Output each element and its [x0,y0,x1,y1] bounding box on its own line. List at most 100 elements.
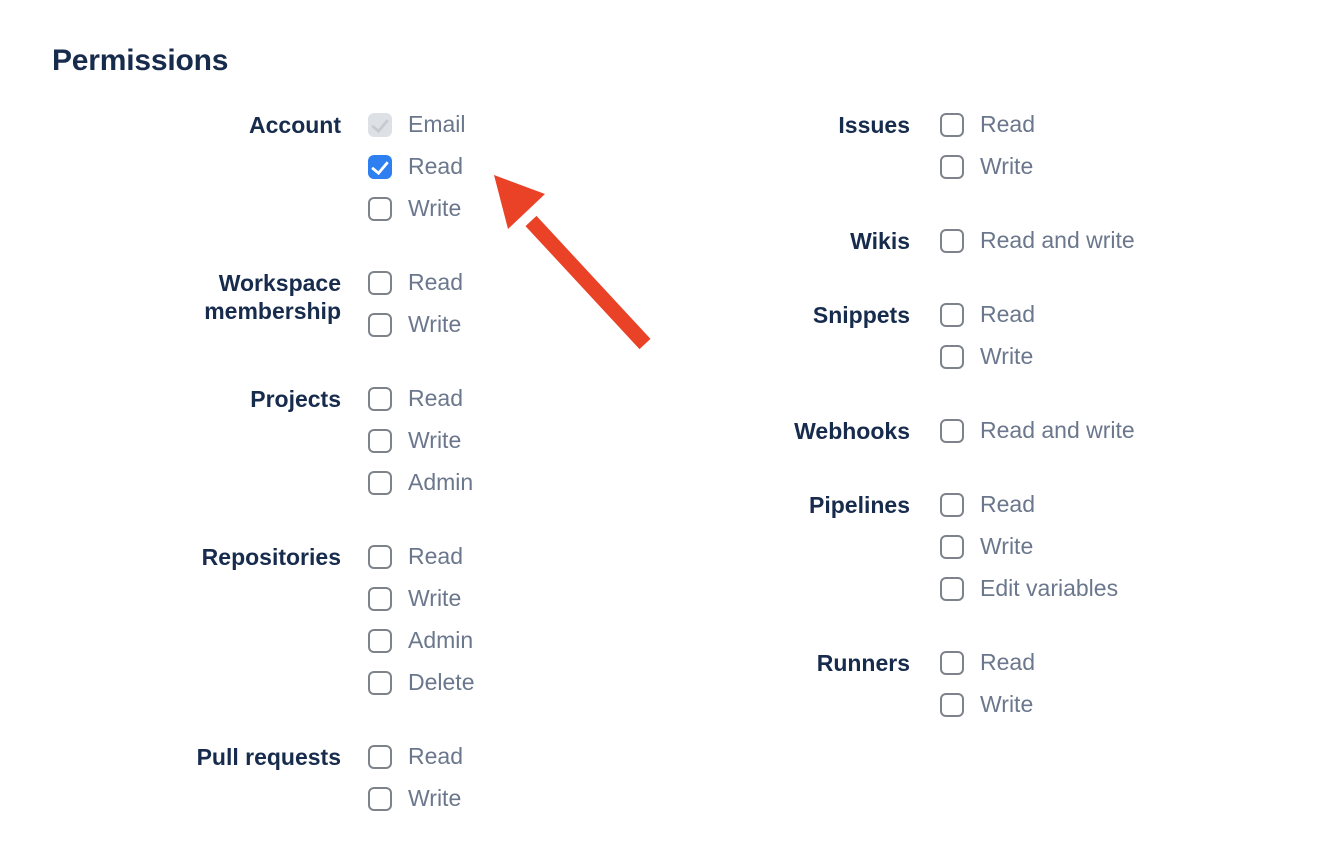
permission-option[interactable]: Read [368,262,463,304]
checkbox-repositories-read[interactable] [368,545,392,569]
group-label: Webhooks [794,418,910,444]
checkbox-workspace-membership-read[interactable] [368,271,392,295]
checkbox-label: Write [408,427,462,454]
checkbox-label: Read [980,301,1035,328]
group-label: Account [249,112,341,138]
permission-option[interactable]: Read [368,536,474,578]
checkbox-pipelines-read[interactable] [940,493,964,517]
group-label: Snippets [812,302,910,328]
checkbox-label: Read and write [980,227,1135,254]
checkbox-pull-requests-read[interactable] [368,745,392,769]
checkbox-runners-read[interactable] [940,651,964,675]
group-webhooks: Webhooks Read and write [640,410,1135,452]
checkbox-label: Read [408,153,463,180]
checkbox-label: Write [408,195,462,222]
group-snippets: Snippets Read Write [640,294,1135,378]
permission-option[interactable]: Read [940,642,1035,684]
checkbox-workspace-membership-write[interactable] [368,313,392,337]
arrow-shaft [525,215,651,350]
checkbox-label: Read and write [980,417,1135,444]
group-label: Pull requests [196,744,341,770]
group-label: Runners [816,650,910,676]
checkbox-label: Edit variables [980,575,1119,602]
group-pipelines: Pipelines Read Write Edit variables [640,484,1135,610]
checkbox-pipelines-write[interactable] [940,535,964,559]
checkbox-label: Admin [408,469,474,496]
group-account: Account Email Read Write [52,104,474,230]
permission-option[interactable]: Read [940,104,1035,146]
checkbox-repositories-delete[interactable] [368,671,392,695]
permission-option[interactable]: Admin [368,462,473,504]
group-label: Pipelines [809,492,910,518]
permission-option[interactable]: Write [368,304,463,346]
checkbox-repositories-write[interactable] [368,587,392,611]
checkbox-label: Read [408,743,463,770]
checkbox-pipelines-edit-variables[interactable] [940,577,964,601]
checkbox-account-write[interactable] [368,197,392,221]
permission-option[interactable]: Write [368,578,474,620]
permission-option[interactable]: Write [368,420,473,462]
group-repositories: Repositories Read Write Admin Delete [52,536,475,704]
group-label: Projects [250,386,341,412]
checkbox-label: Write [408,785,462,812]
checkbox-account-read[interactable] [368,155,392,179]
checkbox-label: Write [980,153,1034,180]
group-runners: Runners Read Write [640,642,1135,726]
checkbox-snippets-read[interactable] [940,303,964,327]
permission-option[interactable]: Read [368,146,466,188]
permissions-column-right: Issues Read Write Wikis Read and write [640,104,1135,758]
checkbox-snippets-write[interactable] [940,345,964,369]
permission-option[interactable]: Read and write [940,410,1135,452]
checkbox-label: Write [980,343,1034,370]
checkbox-repositories-admin[interactable] [368,629,392,653]
checkbox-pull-requests-write[interactable] [368,787,392,811]
checkbox-webhooks-read-and-write[interactable] [940,419,964,443]
checkbox-label: Read [408,385,463,412]
checkbox-projects-admin[interactable] [368,471,392,495]
checkbox-label: Write [408,585,462,612]
group-wikis: Wikis Read and write [640,220,1135,262]
checkbox-projects-read[interactable] [368,387,392,411]
checkbox-label: Admin [408,627,474,654]
group-label: Issues [838,112,910,138]
checkbox-issues-read[interactable] [940,113,964,137]
permission-option[interactable]: Write [940,684,1035,726]
permissions-column-left: Account Email Read Write Workspace membe… [52,104,475,852]
permission-option[interactable]: Write [940,146,1035,188]
permission-option[interactable]: Read [368,378,473,420]
permission-option[interactable]: Write [940,526,1118,568]
permission-option[interactable]: Read [368,736,463,778]
permission-option[interactable]: Admin [368,620,474,662]
permission-option[interactable]: Edit variables [940,568,1118,610]
checkbox-label: Read [980,111,1035,138]
checkbox-label: Read [408,269,463,296]
checkbox-account-email [368,113,392,137]
permission-option: Email [368,104,466,146]
permission-option[interactable]: Read [940,484,1118,526]
permission-option[interactable]: Read and write [940,220,1135,262]
permission-option[interactable]: Delete [368,662,474,704]
permission-option[interactable]: Read [940,294,1035,336]
checkbox-label: Write [980,533,1034,560]
checkbox-projects-write[interactable] [368,429,392,453]
checkbox-label: Email [408,111,466,138]
checkbox-label: Write [408,311,462,338]
group-issues: Issues Read Write [640,104,1135,188]
checkbox-label: Read [980,649,1035,676]
checkbox-issues-write[interactable] [940,155,964,179]
checkbox-label: Write [980,691,1034,718]
group-label: Repositories [201,544,341,570]
checkbox-wikis-read-and-write[interactable] [940,229,964,253]
permission-option[interactable]: Write [368,778,463,820]
page-title: Permissions [52,44,229,77]
group-label: Workspace membership [204,270,341,324]
group-pull-requests: Pull requests Read Write [52,736,474,820]
permission-option[interactable]: Write [940,336,1035,378]
group-workspace-membership: Workspace membership Read Write [52,262,474,346]
checkbox-runners-write[interactable] [940,693,964,717]
arrow-head [494,175,545,229]
checkbox-label: Read [408,543,463,570]
group-label: Wikis [850,228,910,254]
permission-option[interactable]: Write [368,188,466,230]
